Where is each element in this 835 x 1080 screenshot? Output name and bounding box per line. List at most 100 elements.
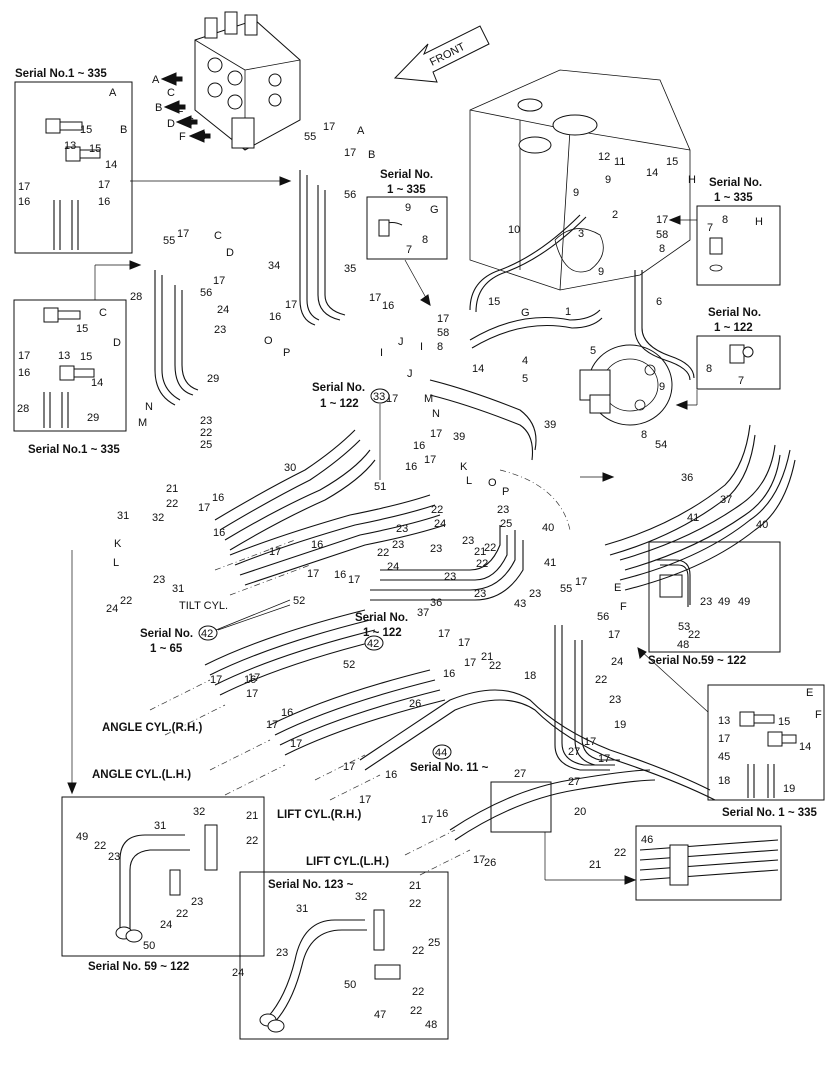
svg-text:15: 15: [778, 716, 790, 728]
svg-text:55: 55: [560, 583, 572, 595]
svg-text:34: 34: [268, 260, 280, 272]
svg-text:23: 23: [191, 896, 203, 908]
svg-text:B: B: [368, 149, 375, 161]
svg-text:13: 13: [58, 350, 70, 362]
svg-text:17: 17: [430, 428, 442, 440]
svg-text:56: 56: [200, 287, 212, 299]
svg-text:17: 17: [575, 576, 587, 588]
svg-text:8: 8: [422, 234, 428, 246]
svg-text:22: 22: [614, 847, 626, 859]
svg-text:23: 23: [108, 851, 120, 863]
svg-text:53: 53: [678, 621, 690, 633]
svg-text:Serial No. 123 ~: Serial No. 123 ~: [268, 879, 354, 891]
svg-text:17: 17: [210, 674, 222, 686]
svg-text:F: F: [620, 601, 627, 613]
svg-text:17: 17: [18, 350, 30, 362]
svg-text:10: 10: [508, 224, 520, 236]
svg-text:15: 15: [666, 156, 678, 168]
svg-text:B: B: [120, 124, 127, 136]
svg-text:22: 22: [200, 427, 212, 439]
svg-text:37: 37: [720, 494, 732, 506]
svg-text:17: 17: [18, 181, 30, 193]
svg-text:17: 17: [348, 574, 360, 586]
svg-text:16: 16: [244, 674, 256, 686]
svg-text:1 ~ 335: 1 ~ 335: [387, 184, 426, 196]
svg-text:K: K: [114, 538, 122, 550]
svg-text:21: 21: [166, 483, 178, 495]
svg-text:21: 21: [474, 546, 486, 558]
svg-text:16: 16: [18, 367, 30, 379]
svg-text:23: 23: [276, 947, 288, 959]
detail-box-serial-1-335-ef: Serial No. 1 ~ 335 E F 13 15 17 14 45 18…: [707, 684, 825, 819]
part-number-labels: 55 17 A 17 B 56 34 35 17 16 17 16 J I P …: [106, 121, 768, 871]
svg-text:40: 40: [542, 522, 554, 534]
svg-text:52: 52: [293, 595, 305, 607]
svg-text:L: L: [113, 557, 119, 569]
svg-text:M: M: [138, 417, 147, 429]
svg-text:17: 17: [266, 719, 278, 731]
svg-text:17: 17: [438, 628, 450, 640]
svg-text:17: 17: [359, 794, 371, 806]
svg-text:32: 32: [355, 891, 367, 903]
svg-text:17: 17: [307, 568, 319, 580]
svg-text:22: 22: [94, 840, 106, 852]
svg-text:23: 23: [497, 504, 509, 516]
svg-text:23: 23: [214, 324, 226, 336]
svg-text:Serial No.: Serial No.: [380, 169, 433, 181]
svg-text:12: 12: [598, 151, 610, 163]
svg-text:O: O: [488, 477, 497, 489]
svg-text:22: 22: [476, 558, 488, 570]
svg-text:A: A: [357, 125, 365, 137]
detail-box-serial-1-122-pump: Serial No. 1 ~ 122 8 7: [696, 307, 781, 390]
svg-text:6: 6: [656, 296, 662, 308]
front-direction-arrow: FRONT: [393, 25, 490, 83]
svg-text:G: G: [521, 307, 530, 319]
svg-text:43: 43: [514, 598, 526, 610]
svg-text:22: 22: [412, 986, 424, 998]
svg-text:28: 28: [17, 403, 29, 415]
svg-text:17: 17: [269, 546, 281, 558]
svg-text:15: 15: [89, 143, 101, 155]
svg-text:M: M: [424, 393, 433, 405]
svg-text:H: H: [755, 216, 763, 228]
svg-text:Serial No.: Serial No.: [708, 307, 761, 319]
detail-box-serial-123-up: Serial No. 123 ~ 32 21 31 22 25 22 23 24…: [232, 871, 449, 1040]
svg-text:15: 15: [80, 351, 92, 363]
svg-text:21: 21: [409, 880, 421, 892]
svg-text:22: 22: [409, 898, 421, 910]
svg-text:31: 31: [172, 583, 184, 595]
svg-text:8: 8: [722, 214, 728, 226]
svg-text:32: 32: [193, 806, 205, 818]
svg-text:23: 23: [529, 588, 541, 600]
svg-text:16: 16: [212, 492, 224, 504]
svg-text:8: 8: [659, 243, 665, 255]
svg-text:F: F: [179, 131, 186, 143]
svg-text:16: 16: [413, 440, 425, 452]
svg-text:25: 25: [428, 937, 440, 949]
svg-text:8: 8: [437, 341, 443, 353]
svg-text:22: 22: [688, 629, 700, 641]
svg-text:C: C: [214, 230, 222, 242]
svg-text:9: 9: [573, 187, 579, 199]
svg-text:16: 16: [213, 527, 225, 539]
svg-text:22: 22: [489, 660, 501, 672]
svg-text:48: 48: [677, 639, 689, 651]
svg-text:19: 19: [783, 783, 795, 795]
svg-text:21: 21: [481, 651, 493, 663]
svg-text:15: 15: [76, 323, 88, 335]
svg-text:58: 58: [656, 229, 668, 241]
svg-text:2: 2: [612, 209, 618, 221]
svg-text:26: 26: [484, 857, 496, 869]
reference-arrows: [67, 176, 709, 885]
svg-text:14: 14: [105, 159, 117, 171]
svg-text:17: 17: [608, 629, 620, 641]
svg-text:22: 22: [412, 945, 424, 957]
svg-text:33: 33: [373, 391, 385, 403]
svg-text:H: H: [688, 174, 696, 186]
svg-text:Serial No. 1 ~ 335: Serial No. 1 ~ 335: [722, 807, 818, 819]
svg-text:Serial No.: Serial No.: [312, 382, 365, 394]
svg-text:7: 7: [406, 244, 412, 256]
svg-text:Serial No.: Serial No.: [355, 612, 408, 624]
svg-text:O: O: [264, 335, 273, 347]
